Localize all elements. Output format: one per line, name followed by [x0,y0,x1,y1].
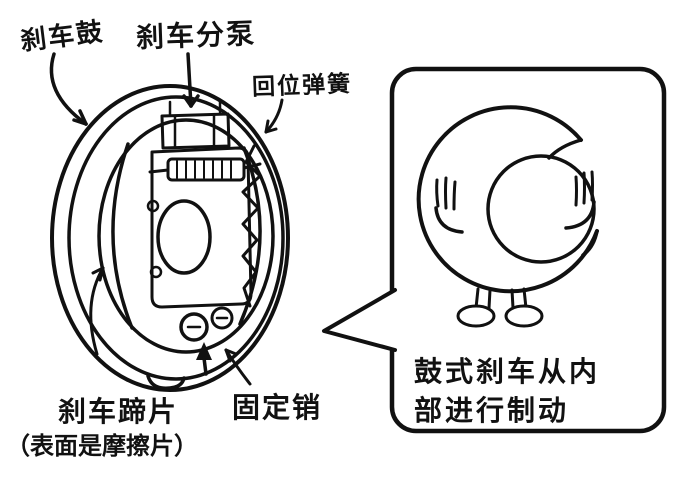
return-spring-part [241,144,262,308]
wheel-cylinder-part [160,98,231,150]
speech-bubble-line-2: 部进行制动 [414,394,570,428]
speech-bubble-border [389,66,667,434]
arrow-brake-drum [49,52,88,126]
arrow-wheel-cylinder [182,52,200,108]
backing-plate-edge [97,118,275,354]
brake-shoe-note-label: （表面是摩擦片） [6,432,198,460]
fixing-pin-label: 固定销 [232,391,323,424]
cartoon-drum-outer [416,105,599,294]
speech-bubble-line-1: 鼓式刹车从内 [414,355,601,388]
drum-outer-rim [50,84,290,392]
right-hand [564,170,596,230]
speech-bubble-text: 鼓式刹车从内 部进行制动 [414,352,654,430]
arrow-return-spring [264,98,284,134]
wheel-cylinder-label: 刹车分泵 [135,16,257,55]
hub-hole [156,199,212,275]
drum-inner-rim [67,95,285,381]
arrow-brake-shoe [196,342,212,376]
coil-spring-part [148,157,262,182]
brake-shoe-label: 刹车蹄片 [58,395,179,428]
bolt-hole-lower [149,265,163,279]
hold-down-pins [179,306,234,342]
bolt-hole-left [146,199,160,213]
arrow-fixing-pin [224,348,252,386]
cartoon-drum-roll-top [547,138,583,160]
drum-bottom-tab [146,374,186,390]
cartoon-figure [416,105,599,328]
shoe-motion-arrow [89,266,105,356]
cartoon-drum-roll-bottom [581,229,599,257]
speech-bubble [322,66,667,434]
legs-and-feet [456,287,544,328]
brake-shoe-left [111,142,134,330]
left-hand [434,176,464,234]
return-spring-label: 回位弹簧 [251,71,353,101]
speech-bubble-tail [322,288,397,352]
brake-drum-drawing [50,84,290,392]
